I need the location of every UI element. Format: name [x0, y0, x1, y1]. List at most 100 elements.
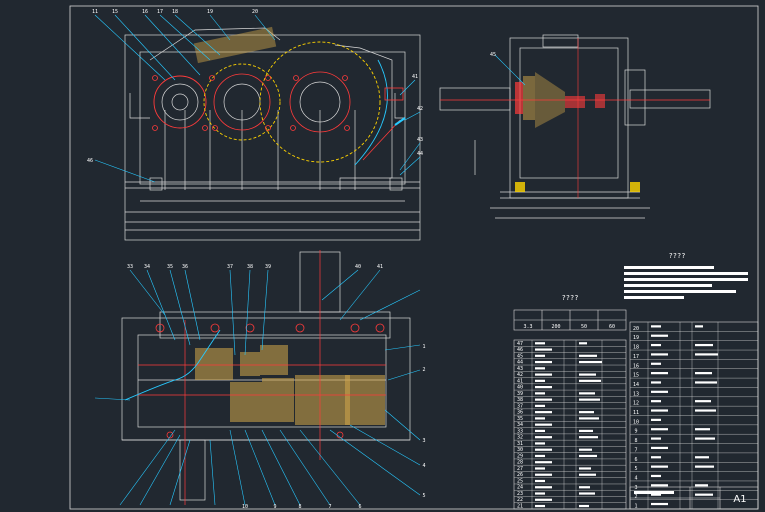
- balloon-label: 44: [417, 151, 423, 157]
- bom-part-name: [535, 473, 552, 476]
- drawing-border: [69, 5, 759, 510]
- bom-material: [579, 392, 595, 395]
- bom-part-name: [651, 353, 668, 356]
- bom-material: [695, 400, 711, 403]
- bom-part-name: [651, 456, 661, 459]
- bom-material: [695, 437, 715, 440]
- bom-material: [579, 411, 594, 414]
- balloon-label: 38: [247, 264, 253, 270]
- bom-item-number: 13: [633, 391, 639, 397]
- balloon-label: 9: [273, 504, 276, 510]
- param-table-title: ????: [562, 294, 579, 302]
- bom-item-number: 12: [633, 401, 639, 407]
- balloon-label: 11: [92, 9, 98, 15]
- intermediate-gear-circle[interactable]: [203, 63, 281, 141]
- bom-part-name: [535, 342, 545, 345]
- bom-item-number: 7: [634, 447, 637, 453]
- bom-part-name: [651, 372, 668, 375]
- bom-item-number: 3: [634, 485, 637, 491]
- balloon-label: 37: [227, 264, 233, 270]
- bom-part-name: [535, 411, 552, 414]
- bom-part-name: [535, 454, 545, 458]
- parameter-table: ???? 3.3 200 50 60: [513, 294, 627, 331]
- balloon-label: 6: [358, 504, 361, 510]
- output-gear-circle[interactable]: [259, 41, 381, 163]
- bom-part-name: [535, 379, 545, 382]
- tech-req-title: ????: [669, 252, 686, 260]
- bom-item-number: 20: [633, 326, 639, 332]
- balloon-label: 20: [252, 9, 258, 15]
- bom-part-name: [651, 390, 668, 393]
- bom-material: [579, 429, 593, 433]
- bom-material: [579, 360, 602, 364]
- bom-part-name: [651, 362, 661, 365]
- bom-item-number: 22: [517, 497, 523, 503]
- balloon-label: 36: [182, 264, 188, 270]
- bom-part-name: [535, 348, 552, 351]
- bom-item-number: 29: [517, 453, 523, 459]
- bom-material: [695, 381, 717, 384]
- balloon-label: 7: [328, 504, 331, 510]
- bom-part-name: [651, 334, 668, 337]
- balloon-label: 4: [422, 463, 425, 469]
- balloon-label: 19: [207, 9, 213, 15]
- param-value-3: 50: [581, 324, 587, 330]
- bom-part-name: [651, 484, 668, 487]
- balloon-label: 33: [127, 264, 133, 270]
- bom-item-number: 40: [517, 385, 523, 391]
- bom-part-name: [651, 474, 661, 478]
- bom-item-number: 30: [517, 447, 523, 453]
- bom-item-number: 34: [517, 422, 523, 428]
- bom-item-number: 8: [634, 438, 637, 444]
- bom-part-name: [535, 354, 545, 357]
- bom-material: [695, 372, 712, 375]
- bom-part-name: [651, 418, 661, 421]
- balloon-label: 1: [422, 344, 425, 350]
- bom-material: [579, 379, 601, 382]
- balloon-label: 35: [167, 264, 173, 270]
- param-value-1: 3.3: [523, 324, 532, 330]
- balloon-label: 5: [422, 493, 425, 499]
- bom-part-name: [535, 498, 552, 501]
- bom-item-number: 17: [633, 354, 639, 360]
- bom-item-number: 26: [517, 472, 523, 478]
- bom-part-name: [535, 461, 552, 464]
- bom-part-name: [535, 423, 552, 426]
- bom-item-number: 36: [517, 410, 523, 416]
- bom-item-number: 6: [634, 457, 637, 463]
- bom-part-name: [535, 392, 545, 395]
- bom-item-number: 23: [517, 491, 523, 497]
- balloon-label: 39: [265, 264, 271, 270]
- bom-item-number: 5: [634, 466, 637, 472]
- balloon-label: 3: [422, 438, 425, 444]
- bom-part-name: [651, 409, 668, 412]
- technical-requirements: ????: [624, 252, 748, 299]
- balloon-label: 15: [112, 9, 118, 15]
- param-value-4: 60: [609, 324, 615, 330]
- bom-material: [695, 465, 714, 468]
- balloon-label: 2: [422, 367, 425, 373]
- bom-material: [695, 325, 703, 328]
- bom-material: [695, 353, 718, 356]
- balloon-label: 16: [142, 9, 148, 15]
- bom-item-number: 45: [517, 353, 523, 359]
- balloon-label: 46: [87, 158, 93, 164]
- bom-material: [695, 456, 709, 459]
- bom-part-name: [651, 446, 668, 450]
- bom-part-name: [535, 504, 545, 508]
- bom-item-number: 27: [517, 466, 523, 472]
- bom-part-name: [535, 404, 545, 407]
- bom-part-name: [651, 465, 668, 468]
- bom-material: [579, 436, 598, 439]
- bom-item-number: 43: [517, 366, 523, 372]
- bom-part-name: [535, 429, 545, 433]
- bom-material: [579, 373, 596, 376]
- input-gear-circle[interactable]: [153, 75, 207, 129]
- balloon-label: 10: [242, 504, 248, 510]
- sheet-size-mark: A1: [733, 494, 746, 505]
- bom-item-number: 31: [517, 441, 523, 447]
